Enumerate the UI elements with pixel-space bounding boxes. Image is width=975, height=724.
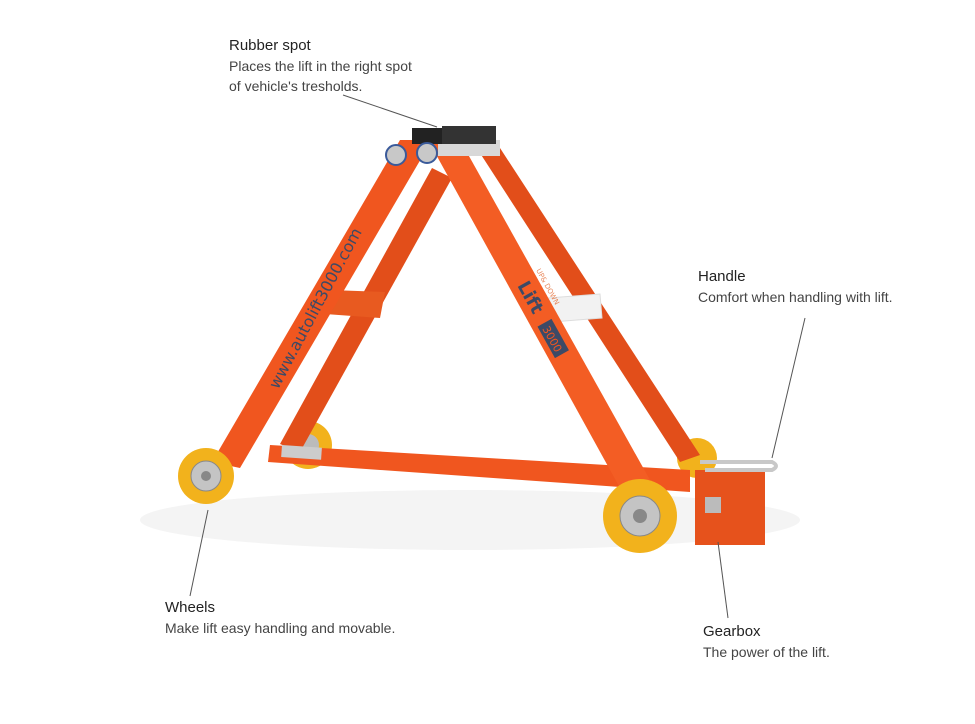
callout-text: Places the lift in the right spot [229, 58, 412, 74]
frame-bottom-bar [268, 445, 690, 492]
leader-lines [189, 94, 806, 619]
frame-leg-outer-right [428, 140, 650, 488]
callout-title: Wheels [165, 599, 216, 616]
rubber-spot [442, 126, 496, 144]
callout-handle: Handle Comfort when handling with lift. [698, 267, 893, 307]
callout-text: Comfort when handling with lift. [698, 289, 893, 305]
callout-title: Handle [698, 268, 746, 285]
callout-rubber-spot: Rubber spot Places the lift in the right… [229, 36, 412, 96]
callout-title: Gearbox [703, 623, 761, 640]
rubber-pad-left [412, 128, 442, 144]
callout-gearbox: Gearbox The power of the lift. [703, 622, 830, 662]
callout-wheels: Wheels Make lift easy handling and movab… [165, 598, 395, 638]
bolt-icons [385, 142, 438, 166]
gearbox [695, 470, 765, 545]
threaded-rod [281, 445, 322, 460]
callout-text: of vehicle's tresholds. [229, 78, 363, 94]
handle[interactable] [700, 460, 778, 472]
callout-title: Rubber spot [229, 37, 311, 54]
front-right-wheel [603, 479, 677, 553]
front-left-wheel [178, 448, 234, 504]
logo-model-badge [537, 318, 569, 359]
frame-leg-outer-left [212, 140, 432, 468]
callout-text: The power of the lift. [703, 644, 830, 660]
callout-text: Make lift easy handling and movable. [165, 620, 396, 636]
